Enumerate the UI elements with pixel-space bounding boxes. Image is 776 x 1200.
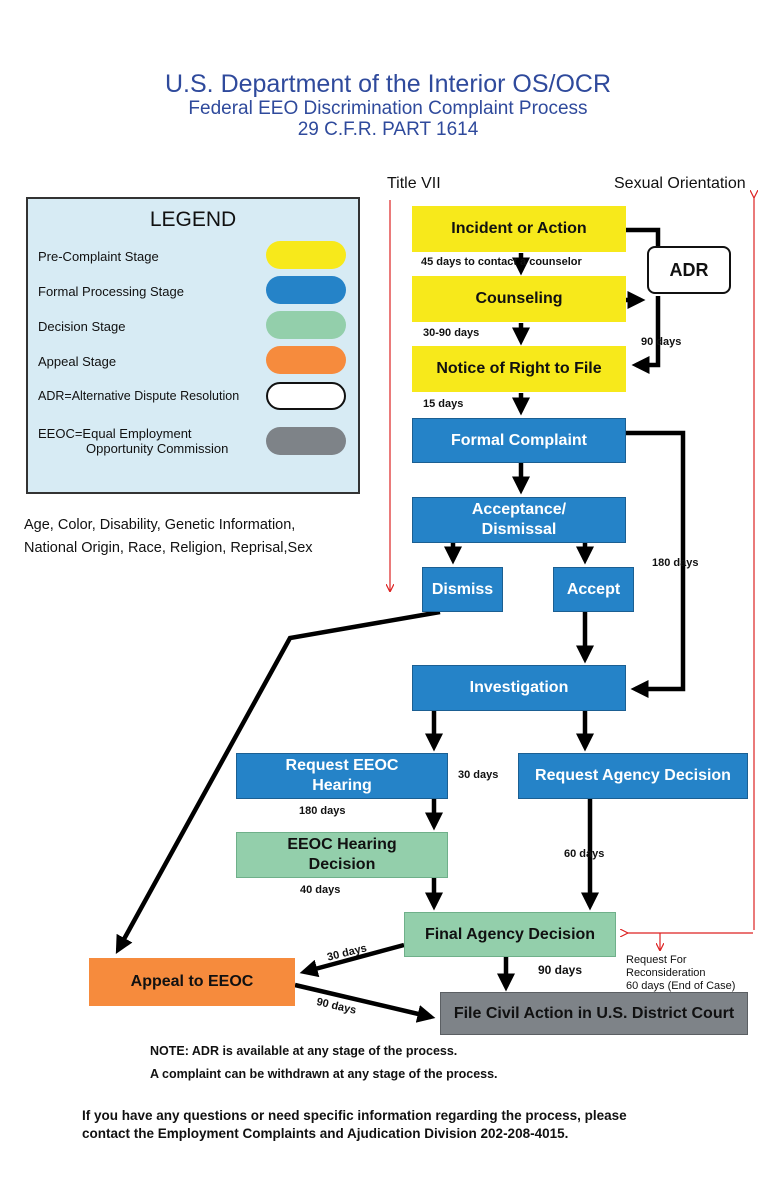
contact-line2: contact the Employment Complaints and Aj…: [82, 1126, 569, 1141]
timeline-45-days: 45 days to contact a counselor: [421, 256, 582, 268]
timeline-40-days: 40 days: [300, 884, 341, 896]
title-vii-bases-line1: Age, Color, Disability, Genetic Informat…: [24, 517, 296, 533]
legend-label-decision: Decision Stage: [38, 319, 126, 334]
arrow-final-appeal: [299, 942, 405, 978]
legend-label-pre-complaint: Pre-Complaint Stage: [38, 249, 159, 264]
arrow-adr-notice: [631, 296, 661, 374]
timeline-30-90-days: 30-90 days: [423, 327, 480, 339]
legend-swatch-formal: [266, 276, 346, 304]
node-investigation: Investigation: [412, 665, 626, 711]
page-subtitle: Federal EEO Discrimination Complaint Pro…: [188, 98, 588, 119]
reconsideration-line1: Request For: [626, 954, 687, 966]
node-appeal-to-eeoc: Appeal to EEOC: [89, 958, 295, 1006]
timeline-30-days-hearing: 30 days: [458, 769, 499, 781]
timeline-180-days-formal: 180 days: [652, 557, 699, 569]
regulation-reference: 29 C.F.R. PART 1614: [297, 119, 479, 140]
adr-note: NOTE: ADR is available at any stage of t…: [150, 1044, 458, 1058]
sexual-orientation-label: Sexual Orientation: [614, 175, 746, 192]
node-request-agency-decision: Request Agency Decision: [518, 753, 748, 799]
legend-swatch-pre-complaint: [266, 241, 346, 269]
legend-label-eeoc-line1: EEOC=Equal Employment: [38, 426, 192, 441]
legend-swatch-decision: [266, 311, 346, 339]
node-accept: Accept: [553, 567, 634, 612]
legend-swatch-eeoc: [266, 427, 346, 455]
timeline-90-days-final: 90 days: [538, 963, 583, 977]
node-formal-complaint: Formal Complaint: [412, 418, 626, 463]
legend-label-eeoc-line2: Opportunity Commission: [86, 441, 229, 456]
legend-label-eeoc: EEOC=Equal Employment Opportunity Commis…: [38, 426, 228, 456]
legend-panel: LEGEND Pre-Complaint Stage Formal Proces…: [26, 197, 360, 494]
timeline-90-days-adr: 90 days: [641, 336, 682, 348]
arrow-formal-investigation: [626, 430, 686, 698]
contact-line1: If you have any questions or need specif…: [82, 1108, 627, 1123]
reconsideration-line2: Reconsideration: [626, 967, 706, 980]
node-incident-or-action: Incident or Action: [412, 206, 626, 252]
node-counseling: Counseling: [412, 276, 626, 322]
arrow-appeal-civil: [294, 982, 436, 1023]
withdraw-note: A complaint can be withdrawn at any stag…: [150, 1067, 498, 1081]
legend-label-appeal: Appeal Stage: [38, 354, 117, 369]
reconsideration-line3: 60 days (End of Case): [626, 980, 736, 993]
arrow-dismiss-appeal: [115, 609, 441, 954]
legend-label-adr: ADR=Alternative Dispute Resolution: [38, 389, 240, 403]
legend-title: LEGEND: [149, 208, 237, 231]
page-title: U.S. Department of the Interior OS/OCR: [165, 70, 611, 98]
timeline-15-days: 15 days: [423, 398, 464, 410]
timeline-60-days: 60 days: [564, 848, 605, 860]
legend-swatch-adr: [266, 382, 346, 410]
title-vii-label: Title VII: [387, 175, 441, 192]
node-acceptance-dismissal: Acceptance/ Dismissal: [412, 497, 626, 543]
legend-label-formal: Formal Processing Stage: [38, 284, 184, 299]
legend-swatch-appeal: [266, 346, 346, 374]
reconsideration-note: Request For Reconsideration 60 days (End…: [626, 954, 735, 994]
node-dismiss: Dismiss: [422, 567, 503, 612]
node-final-agency-decision: Final Agency Decision: [404, 912, 616, 957]
node-eeoc-hearing-decision: EEOC Hearing Decision: [236, 832, 448, 878]
node-file-civil-action: File Civil Action in U.S. District Court: [440, 992, 748, 1035]
timeline-180-days-hearing: 180 days: [299, 805, 346, 817]
line-incident-adr: [626, 227, 661, 246]
node-notice-of-right-to-file: Notice of Right to File: [412, 346, 626, 392]
node-adr: ADR: [647, 246, 731, 294]
node-request-eeoc-hearing: Request EEOC Hearing: [236, 753, 448, 799]
title-vii-bases-line2: National Origin, Race, Religion, Reprisa…: [24, 540, 313, 556]
